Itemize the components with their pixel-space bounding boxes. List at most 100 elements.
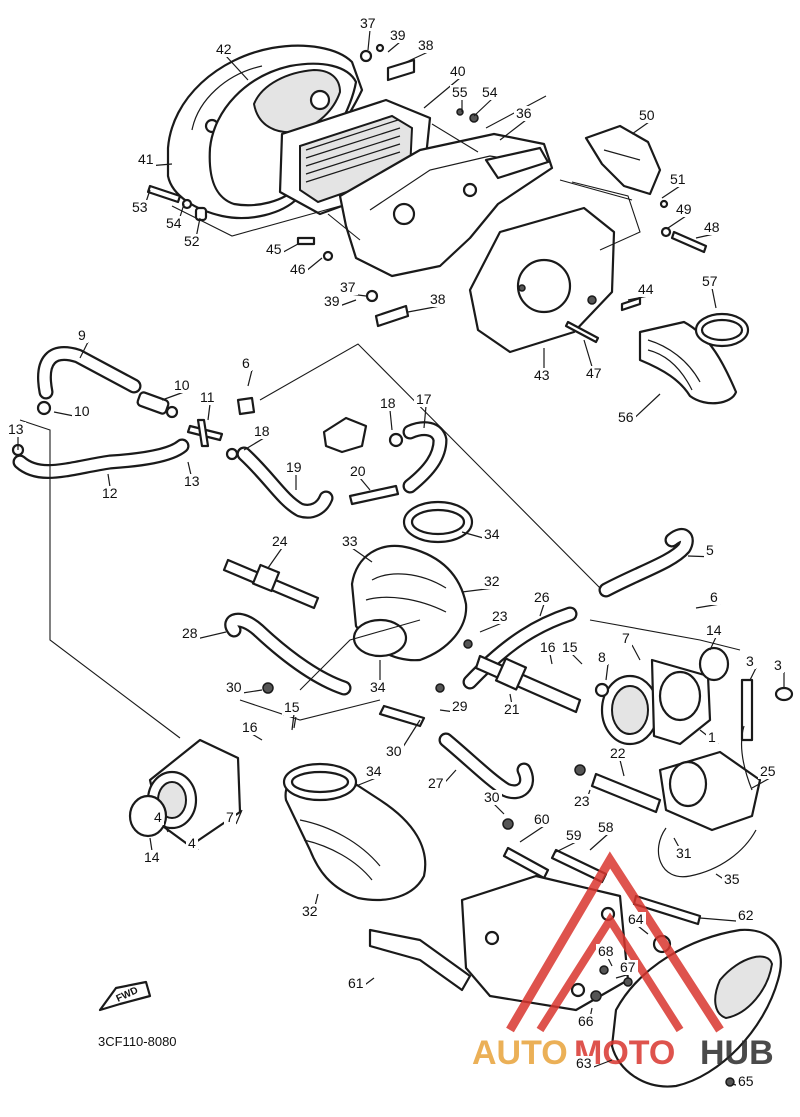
part-number-label: 17	[416, 391, 432, 407]
part-number-label: 52	[184, 233, 200, 249]
leader-line	[267, 547, 283, 569]
part-number-label: 45	[266, 241, 282, 257]
leader-line	[293, 715, 297, 729]
leader-line	[589, 833, 609, 851]
part-number-label: 56	[618, 409, 634, 425]
part-number-label: 16	[540, 639, 556, 655]
part-number-label: 32	[302, 903, 318, 919]
part-number-label: 23	[574, 793, 590, 809]
leader-line	[637, 925, 649, 935]
leader-line	[751, 777, 771, 789]
leader-line	[207, 403, 211, 421]
leader-line	[749, 667, 757, 681]
part-number-label: 37	[360, 15, 376, 31]
part-number-label: 54	[482, 84, 498, 100]
part-number-label: 6	[710, 589, 718, 605]
part-number-label: 4	[154, 809, 162, 825]
part-number-label: 18	[380, 395, 396, 411]
part-number-label: 34	[370, 679, 386, 695]
part-number-label: 59	[566, 827, 582, 843]
part-number-label: 58	[598, 819, 614, 835]
part-number-label: 51	[670, 171, 686, 187]
part-number-label: 21	[504, 701, 520, 717]
leader-line	[661, 185, 681, 199]
leader-line	[555, 841, 577, 853]
leader-line	[479, 622, 503, 633]
part-number-label: 57	[702, 273, 718, 289]
watermark-hub: HUB	[700, 1034, 774, 1072]
part-number-label: 25	[760, 763, 776, 779]
watermark-auto: AUTO	[472, 1034, 568, 1072]
part-number-label: 34	[366, 763, 382, 779]
part-number-label: 16	[242, 719, 258, 735]
leader-line	[519, 825, 545, 843]
part-number-label: 13	[184, 473, 200, 489]
leader-line	[493, 803, 505, 815]
part-number-label: 29	[452, 698, 468, 714]
o-ring-14	[128, 794, 168, 838]
part-number-label: 39	[324, 293, 340, 309]
leader-line	[367, 29, 371, 51]
part-number-label: 14	[706, 622, 722, 638]
part-number-label: 54	[166, 215, 182, 231]
bracket-38-top	[386, 58, 416, 82]
part-number-label: 30	[484, 789, 500, 805]
part-number-label: 33	[342, 533, 358, 549]
part-number-label: 68	[598, 943, 614, 959]
leader-line	[243, 437, 265, 451]
part-number-label: 13	[8, 421, 24, 437]
part-number-label: 7	[622, 630, 630, 646]
automotohub-watermark: AUTO MOTO HUB	[472, 851, 774, 1072]
part-number-label: 9	[78, 327, 86, 343]
part-number-label: 15	[284, 699, 300, 715]
part-number-label: 26	[534, 589, 550, 605]
leader-line	[607, 957, 613, 967]
bracket-61	[368, 928, 472, 992]
part-number-label: 43	[534, 367, 550, 383]
leader-line	[711, 287, 717, 309]
part-number-label: 15	[562, 639, 578, 655]
leader-line	[161, 391, 185, 401]
part-number-label: 3	[774, 657, 782, 673]
mounting-plate	[460, 874, 630, 1012]
part-number-label: 41	[138, 151, 154, 167]
part-number-label: 67	[620, 959, 636, 975]
leader-line	[163, 823, 169, 833]
part-number-label: 37	[340, 279, 356, 295]
leader-line	[235, 809, 243, 825]
part-number-label: 7	[226, 809, 234, 825]
leader-line	[351, 547, 373, 563]
leader-line	[605, 663, 609, 681]
leader-line	[631, 121, 650, 135]
part-number-label: 60	[534, 811, 550, 827]
part-number-label: 47	[586, 365, 602, 381]
part-number-label: 42	[216, 41, 232, 57]
leader-line	[667, 215, 687, 229]
part-number-label: 39	[390, 27, 406, 43]
leader-line	[423, 77, 461, 109]
part-number-label: 10	[74, 403, 90, 419]
part-number-label: 48	[704, 219, 720, 235]
part-number-label: 38	[418, 37, 434, 53]
part-number-label: 1	[708, 729, 716, 745]
part-number-label: 44	[638, 281, 654, 297]
part-number-label: 5	[706, 542, 714, 558]
leader-line	[549, 653, 553, 665]
part-number-label: 10	[174, 377, 190, 393]
part-number-label: 50	[639, 107, 655, 123]
leader-line	[571, 653, 583, 665]
part-number-label: 62	[738, 907, 754, 923]
part-number-label: 22	[610, 745, 626, 761]
part-number-label: 38	[430, 291, 446, 307]
side-cover-assembly	[368, 846, 782, 1088]
intake-joints	[128, 500, 794, 902]
part-number-label: 3	[746, 653, 754, 669]
leader-line	[473, 98, 493, 117]
leader-line	[291, 713, 295, 731]
part-number-label: 8	[598, 649, 606, 665]
part-number-label: 66	[578, 1013, 594, 1029]
part-number-label: 46	[290, 261, 306, 277]
part-number-label: 18	[254, 423, 270, 439]
